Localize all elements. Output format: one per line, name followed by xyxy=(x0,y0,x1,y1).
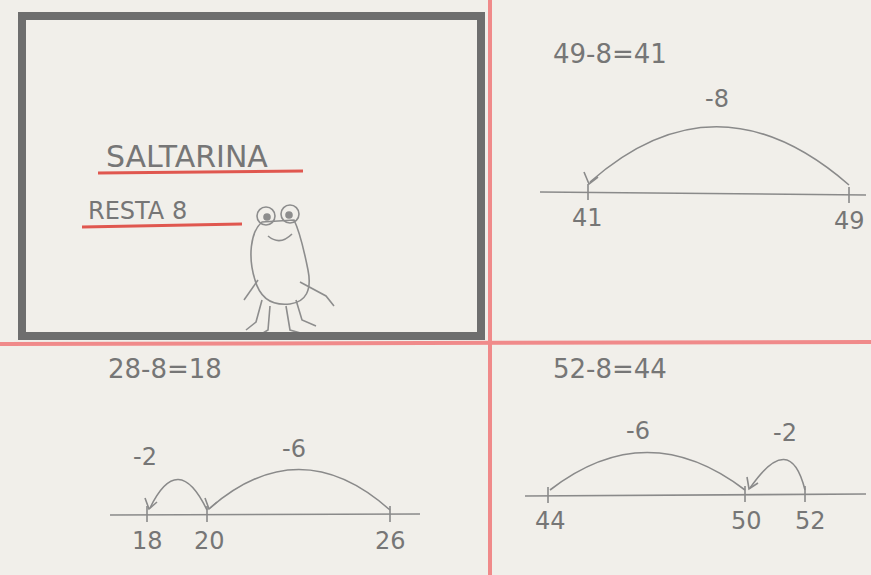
jump-label: -6 xyxy=(626,418,650,446)
tick-number: 44 xyxy=(535,508,566,536)
tick-number: 20 xyxy=(194,528,225,556)
tick-number: 52 xyxy=(795,508,826,536)
subtitle-text: RESTA 8 xyxy=(88,198,187,226)
tick-number: 18 xyxy=(132,528,163,556)
panel-divider xyxy=(488,0,492,575)
equation: 28-8=18 xyxy=(108,355,222,385)
panel-divider xyxy=(0,342,871,344)
tick-number: 49 xyxy=(834,208,865,236)
title-text: SALTARINA xyxy=(106,140,268,175)
equation: 49-8=41 xyxy=(553,40,667,70)
jump-label: -2 xyxy=(133,444,157,472)
title-frame: SALTARINA RESTA 8 xyxy=(18,12,485,340)
frog-sketch xyxy=(244,205,334,336)
number-line xyxy=(110,127,866,522)
tick-number: 50 xyxy=(731,508,762,536)
jump-label: -2 xyxy=(773,420,797,448)
tick-number: 26 xyxy=(375,528,406,556)
jump-label: -8 xyxy=(705,86,729,114)
equation: 52-8=44 xyxy=(553,355,667,385)
jump-label: -6 xyxy=(282,436,306,464)
tick-number: 41 xyxy=(572,205,603,233)
